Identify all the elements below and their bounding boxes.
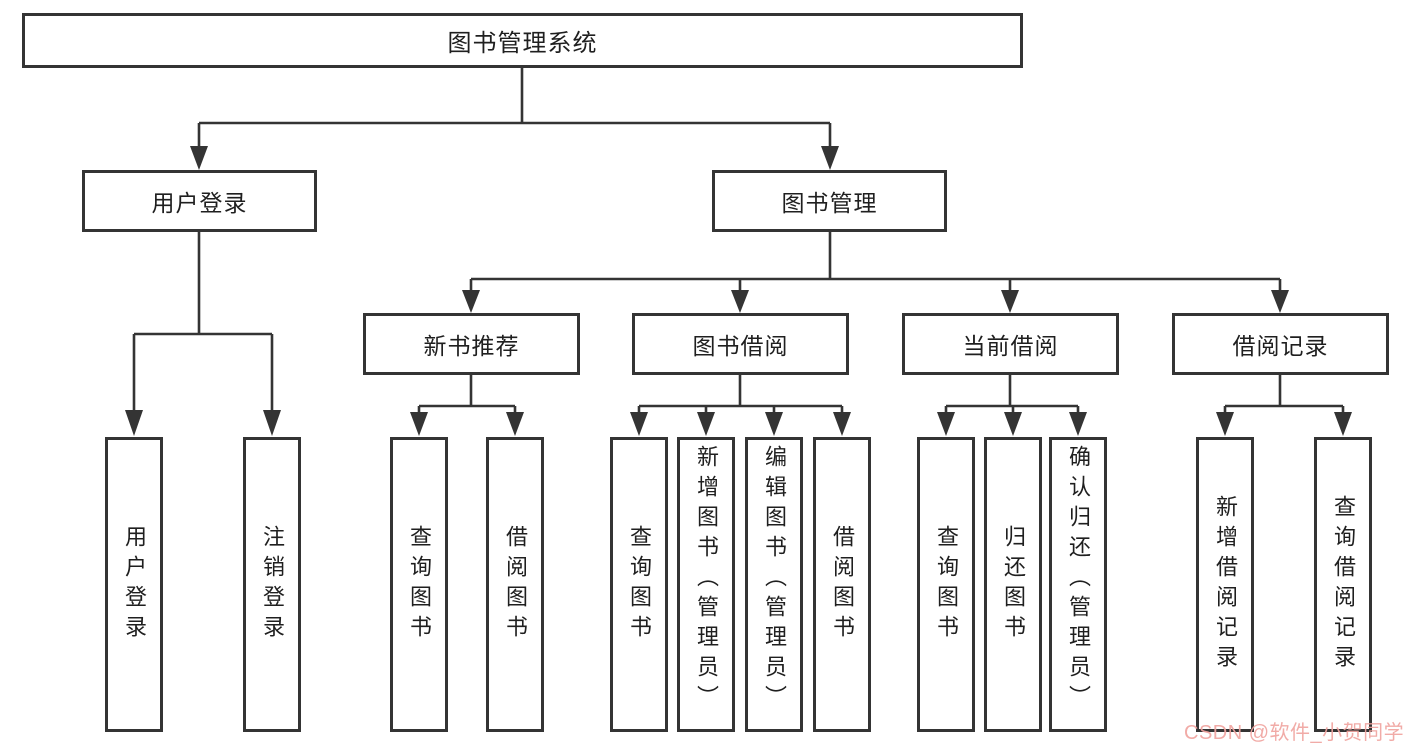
leaf-confirm-return-admin: 确认归还（管理员）: [1049, 437, 1107, 732]
leaf-query-books-borrowing: 查询图书: [610, 437, 668, 732]
leaf-borrow-books-borrowing-label: 借阅图书: [830, 524, 855, 645]
leaf-query-books-current-label: 查询图书: [934, 524, 959, 645]
leaf-query-books-current: 查询图书: [917, 437, 975, 732]
leaf-return-books: 归还图书: [984, 437, 1042, 732]
node-library-system: 图书管理系统: [22, 13, 1023, 68]
node-borrowing-records-label: 借阅记录: [1232, 333, 1329, 359]
leaf-edit-books-admin: 编辑图书（管理员）: [745, 437, 803, 732]
leaf-logout-label: 注销登录: [260, 524, 285, 645]
leaf-query-borrow-record-label: 查询借阅记录: [1331, 494, 1356, 675]
leaf-logout: 注销登录: [243, 437, 301, 732]
node-book-management: 图书管理: [712, 170, 947, 232]
node-new-book-recommend: 新书推荐: [363, 313, 580, 375]
leaf-add-borrow-record: 新增借阅记录: [1196, 437, 1254, 732]
arrowheads: [125, 146, 1352, 436]
node-book-borrowing-label: 图书借阅: [692, 333, 789, 359]
leaf-user-login-label: 用户登录: [122, 524, 147, 645]
node-user-login: 用户登录: [82, 170, 317, 232]
node-book-management-label: 图书管理: [781, 190, 878, 216]
node-current-borrowing: 当前借阅: [902, 313, 1119, 375]
leaf-query-books-recommend-label: 查询图书: [407, 524, 432, 645]
leaf-edit-books-admin-label: 编辑图书（管理员）: [762, 445, 787, 715]
node-current-borrowing-label: 当前借阅: [962, 333, 1059, 359]
leaf-query-borrow-record: 查询借阅记录: [1314, 437, 1372, 732]
leaf-add-books-admin: 新增图书（管理员）: [677, 437, 735, 732]
node-new-book-recommend-label: 新书推荐: [423, 333, 520, 359]
leaf-confirm-return-admin-label: 确认归还（管理员）: [1066, 445, 1091, 715]
watermark: CSDN @软件_小贺同学: [1184, 722, 1405, 744]
leaf-add-borrow-record-label: 新增借阅记录: [1213, 494, 1238, 675]
leaf-borrow-books-borrowing: 借阅图书: [813, 437, 871, 732]
node-borrowing-records: 借阅记录: [1172, 313, 1389, 375]
leaf-return-books-label: 归还图书: [1001, 524, 1026, 645]
node-book-borrowing: 图书借阅: [632, 313, 849, 375]
leaf-user-login: 用户登录: [105, 437, 163, 732]
leaf-add-books-admin-label: 新增图书（管理员）: [694, 445, 719, 715]
leaf-query-books-borrowing-label: 查询图书: [627, 524, 652, 645]
leaf-borrow-books-recommend-label: 借阅图书: [503, 524, 528, 645]
leaf-query-books-recommend: 查询图书: [390, 437, 448, 732]
node-user-login-label: 用户登录: [151, 190, 248, 216]
connector-paths: [132, 68, 1345, 413]
leaf-borrow-books-recommend: 借阅图书: [486, 437, 544, 732]
node-library-system-label: 图书管理系统: [447, 30, 598, 57]
